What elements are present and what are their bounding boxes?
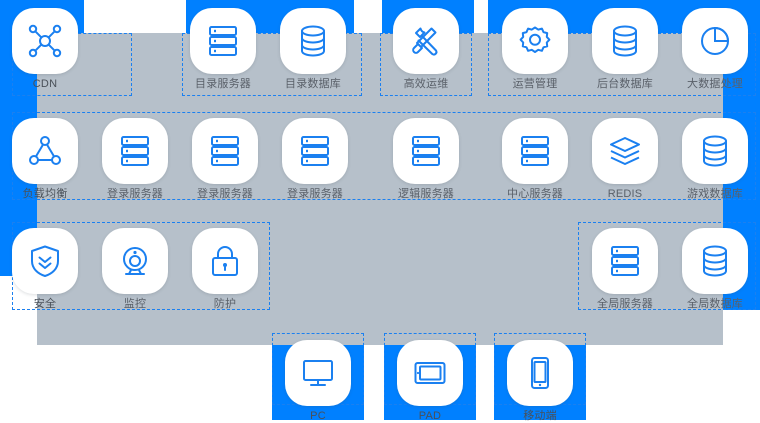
node-tile — [393, 8, 459, 74]
node-label: 大数据处理 — [687, 78, 743, 90]
node-backend-database[interactable]: 后台数据库 — [592, 8, 658, 91]
node-tile — [592, 118, 658, 184]
database-icon — [301, 25, 325, 57]
database-icon — [703, 135, 727, 167]
node-label: 登录服务器 — [287, 188, 343, 200]
node-global-server[interactable]: 全局服务器 — [592, 228, 658, 311]
node-pc[interactable]: PC — [285, 340, 351, 423]
node-label: 高效运维 — [403, 78, 449, 90]
node-label: 后台数据库 — [597, 78, 653, 90]
server-rack-icon — [209, 26, 237, 56]
node-login-server-1[interactable]: 登录服务器 — [102, 118, 168, 201]
node-label: 全局服务器 — [597, 298, 653, 310]
shield-icon — [31, 245, 59, 277]
node-label: 全局数据库 — [687, 298, 743, 310]
database-icon — [613, 25, 637, 57]
gear-icon — [519, 26, 551, 53]
node-tile — [12, 228, 78, 294]
server-rack-icon — [412, 136, 440, 166]
node-tile — [682, 8, 748, 74]
node-mobile[interactable]: 移动端 — [507, 340, 573, 423]
pie-chart-icon — [701, 26, 730, 55]
node-ops[interactable]: 高效运维 — [393, 8, 459, 91]
tools-icon — [412, 27, 438, 56]
node-tile — [502, 118, 568, 184]
node-label: 移动端 — [523, 410, 557, 422]
phone-icon — [531, 357, 549, 389]
node-label: PC — [310, 410, 326, 422]
node-redis[interactable]: REDIS — [592, 118, 658, 201]
node-center-server[interactable]: 中心服务器 — [502, 118, 568, 201]
node-tile — [507, 340, 573, 406]
node-tile — [393, 118, 459, 184]
group-frame-global — [578, 222, 756, 310]
node-label: CDN — [32, 78, 58, 90]
node-label: 登录服务器 — [197, 188, 253, 200]
node-load-balance[interactable]: 负载均衡 — [12, 118, 78, 201]
node-login-server-3[interactable]: 登录服务器 — [282, 118, 348, 201]
node-tile — [502, 8, 568, 74]
server-rack-icon — [121, 136, 149, 166]
load-balancer-icon — [29, 136, 61, 165]
node-label: 目录数据库 — [285, 78, 341, 90]
server-rack-icon — [521, 136, 549, 166]
node-logic-server[interactable]: 逻辑服务器 — [393, 118, 459, 201]
node-label: 游戏数据库 — [687, 188, 743, 200]
node-pad[interactable]: PAD — [397, 340, 463, 423]
node-dir-database[interactable]: 目录数据库 — [280, 8, 346, 91]
node-label: REDIS — [607, 188, 643, 200]
node-label: 防护 — [213, 298, 237, 310]
node-label: 目录服务器 — [195, 78, 251, 90]
node-login-server-2[interactable]: 登录服务器 — [192, 118, 258, 201]
node-tile — [102, 118, 168, 184]
node-tile — [592, 8, 658, 74]
node-security[interactable]: 安全 — [12, 228, 78, 311]
node-global-database[interactable]: 全局数据库 — [682, 228, 748, 311]
monitor-icon — [303, 360, 333, 386]
node-game-database[interactable]: 游戏数据库 — [682, 118, 748, 201]
group-frame-directory — [182, 33, 362, 96]
node-label: 运营管理 — [512, 78, 558, 90]
node-label: 安全 — [33, 298, 57, 310]
node-label: 登录服务器 — [107, 188, 163, 200]
node-label: PAD — [418, 410, 442, 422]
node-label: 负载均衡 — [22, 188, 68, 200]
node-cdn[interactable]: CDN — [12, 8, 78, 91]
node-tile — [102, 228, 168, 294]
node-tile — [280, 8, 346, 74]
tablet-icon — [414, 362, 446, 384]
node-tile — [192, 118, 258, 184]
node-label: 逻辑服务器 — [398, 188, 454, 200]
node-label: 监控 — [123, 298, 147, 310]
lock-icon — [212, 246, 238, 276]
node-label: 中心服务器 — [507, 188, 563, 200]
node-monitor[interactable]: 监控 — [102, 228, 168, 311]
node-tile — [12, 118, 78, 184]
node-dir-server[interactable]: 目录服务器 — [190, 8, 256, 91]
network-hub-icon — [28, 24, 62, 58]
node-tile — [12, 8, 78, 74]
node-tile — [397, 340, 463, 406]
camera-icon — [123, 247, 147, 275]
node-tile — [190, 8, 256, 74]
node-operation-mgmt[interactable]: 运营管理 — [502, 8, 568, 91]
node-protection[interactable]: 防护 — [192, 228, 258, 311]
node-tile — [285, 340, 351, 406]
database-icon — [703, 245, 727, 277]
server-rack-icon — [611, 246, 639, 276]
node-tile — [192, 228, 258, 294]
server-rack-icon — [211, 136, 239, 166]
server-rack-icon — [301, 136, 329, 166]
node-tile — [282, 118, 348, 184]
layers-icon — [610, 137, 640, 165]
node-tile — [682, 118, 748, 184]
node-tile — [592, 228, 658, 294]
node-tile — [682, 228, 748, 294]
node-bigdata[interactable]: 大数据处理 — [682, 8, 748, 91]
